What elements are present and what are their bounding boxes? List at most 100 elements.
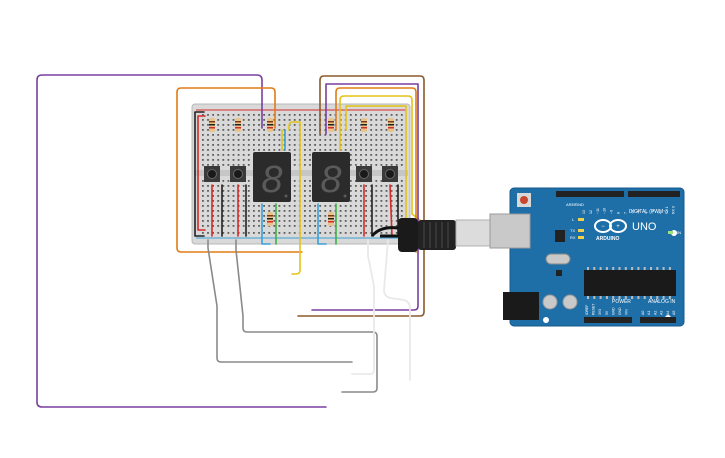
breadboard-hole: [355, 159, 357, 161]
breadboard-hole: [319, 144, 322, 146]
chip-pin: [650, 267, 652, 270]
breadboard-hole: [360, 205, 362, 207]
breadboard-hole: [202, 180, 204, 182]
breadboard-hole: [314, 232, 316, 234]
breadboard-hole: [278, 134, 281, 136]
capacitor: [562, 294, 578, 310]
seven-segment-display-right[interactable]: 8: [312, 152, 350, 202]
breadboard-hole: [207, 114, 209, 116]
breadboard-hole: [263, 124, 265, 126]
breadboard-hole: [202, 139, 204, 141]
breadboard-hole: [222, 225, 225, 227]
usb-plug-metal: [455, 219, 491, 247]
wire-yellow-right-inner[interactable]: [345, 105, 407, 237]
jumper-blue[interactable]: [317, 203, 327, 245]
breadboard-hole: [232, 119, 235, 121]
breadboard-hole: [304, 205, 306, 207]
push-buttons[interactable]: [204, 166, 398, 182]
wire-white-2[interactable]: [383, 239, 411, 381]
breadboard-hole: [202, 185, 204, 187]
breadboard-hole: [360, 220, 362, 222]
wire-purple-left-loop[interactable]: [36, 74, 327, 408]
breadboard-hole: [258, 225, 260, 227]
breadboard-hole: [309, 114, 311, 116]
wire-purple-right[interactable]: [311, 83, 419, 311]
breadboard-hole: [375, 200, 378, 202]
breadboard-hole: [395, 134, 398, 136]
digital-pin-label: ~11: [596, 208, 600, 214]
breadboard-hole: [227, 119, 230, 121]
digital-label: DIGITAL (PWM~): [629, 209, 668, 215]
breadboard-hole: [349, 149, 352, 151]
breadboard-hole: [258, 139, 260, 141]
uno-label: UNO: [632, 221, 657, 233]
breadboard-hole: [380, 210, 383, 212]
power-header: [584, 317, 632, 323]
wire-red-left[interactable]: [197, 115, 206, 231]
svg-text:+: +: [616, 224, 620, 230]
breadboard-hole: [247, 232, 250, 234]
breadboard-hole: [247, 124, 250, 126]
breadboard-hole: [370, 139, 373, 141]
push-button[interactable]: [230, 166, 246, 182]
breadboard-hole: [385, 225, 388, 227]
jumper-blue[interactable]: [261, 203, 271, 245]
wire-black-left[interactable]: [194, 111, 205, 237]
digital-pin-label: TX 1: [665, 206, 669, 214]
breadboard-hole: [222, 114, 225, 116]
breadboard-hole: [334, 149, 337, 151]
wire-brown-right[interactable]: [297, 75, 425, 317]
breadboard-hole: [304, 124, 306, 126]
seven-segment-display-left[interactable]: 8: [253, 152, 291, 202]
wire-yellow-center[interactable]: [288, 121, 301, 275]
breadboard-hole: [360, 144, 362, 146]
breadboard-hole: [365, 210, 367, 212]
breadboard-hole: [324, 134, 327, 136]
breadboard-hole: [288, 144, 291, 146]
breadboard-hole: [202, 205, 204, 207]
breadboard-hole: [242, 210, 245, 212]
reset-button-cap[interactable]: [520, 196, 528, 204]
wire-orange-loop[interactable]: [176, 87, 303, 253]
breadboard-hole: [207, 220, 209, 222]
breadboard-hole: [385, 119, 388, 121]
breadboard-hole: [222, 200, 225, 202]
breadboard-hole: [207, 215, 209, 217]
analog-pin-label: A4: [666, 311, 670, 315]
breadboard-hole: [217, 139, 220, 141]
wire-yellow-right[interactable]: [339, 95, 421, 221]
breadboard[interactable]: [191, 103, 411, 245]
push-button[interactable]: [356, 166, 372, 182]
breadboard-hole: [237, 144, 240, 146]
breadboard-hole: [232, 185, 235, 187]
breadboard-hole: [355, 225, 357, 227]
push-button[interactable]: [382, 166, 398, 182]
breadboard-hole: [355, 139, 357, 141]
usb-cable[interactable]: [370, 218, 491, 252]
wire-white-1[interactable]: [351, 239, 375, 375]
wire-gray-1[interactable]: [207, 239, 353, 363]
wires[interactable]: [36, 74, 425, 408]
breadboard-hole: [268, 139, 271, 141]
breadboard-hole: [370, 200, 373, 202]
breadboard-hole: [247, 154, 250, 156]
breadboard-hole: [232, 215, 235, 217]
breadboard-hole: [217, 200, 220, 202]
breadboard-hole: [222, 190, 225, 192]
chip-pin: [587, 296, 589, 299]
breadboard-hole: [349, 215, 352, 217]
breadboard-hole: [319, 215, 322, 217]
breadboard-hole: [268, 210, 271, 212]
push-button[interactable]: [204, 166, 220, 182]
breadboard-hole: [217, 129, 220, 131]
breadboard-hole: [222, 220, 225, 222]
crystal: [545, 253, 571, 265]
breadboard-hole: [263, 210, 265, 212]
breadboard-hole: [232, 134, 235, 136]
wire-orange-right[interactable]: [335, 87, 417, 253]
breadboard-hole: [222, 159, 225, 161]
wire-gray-2[interactable]: [235, 239, 378, 393]
